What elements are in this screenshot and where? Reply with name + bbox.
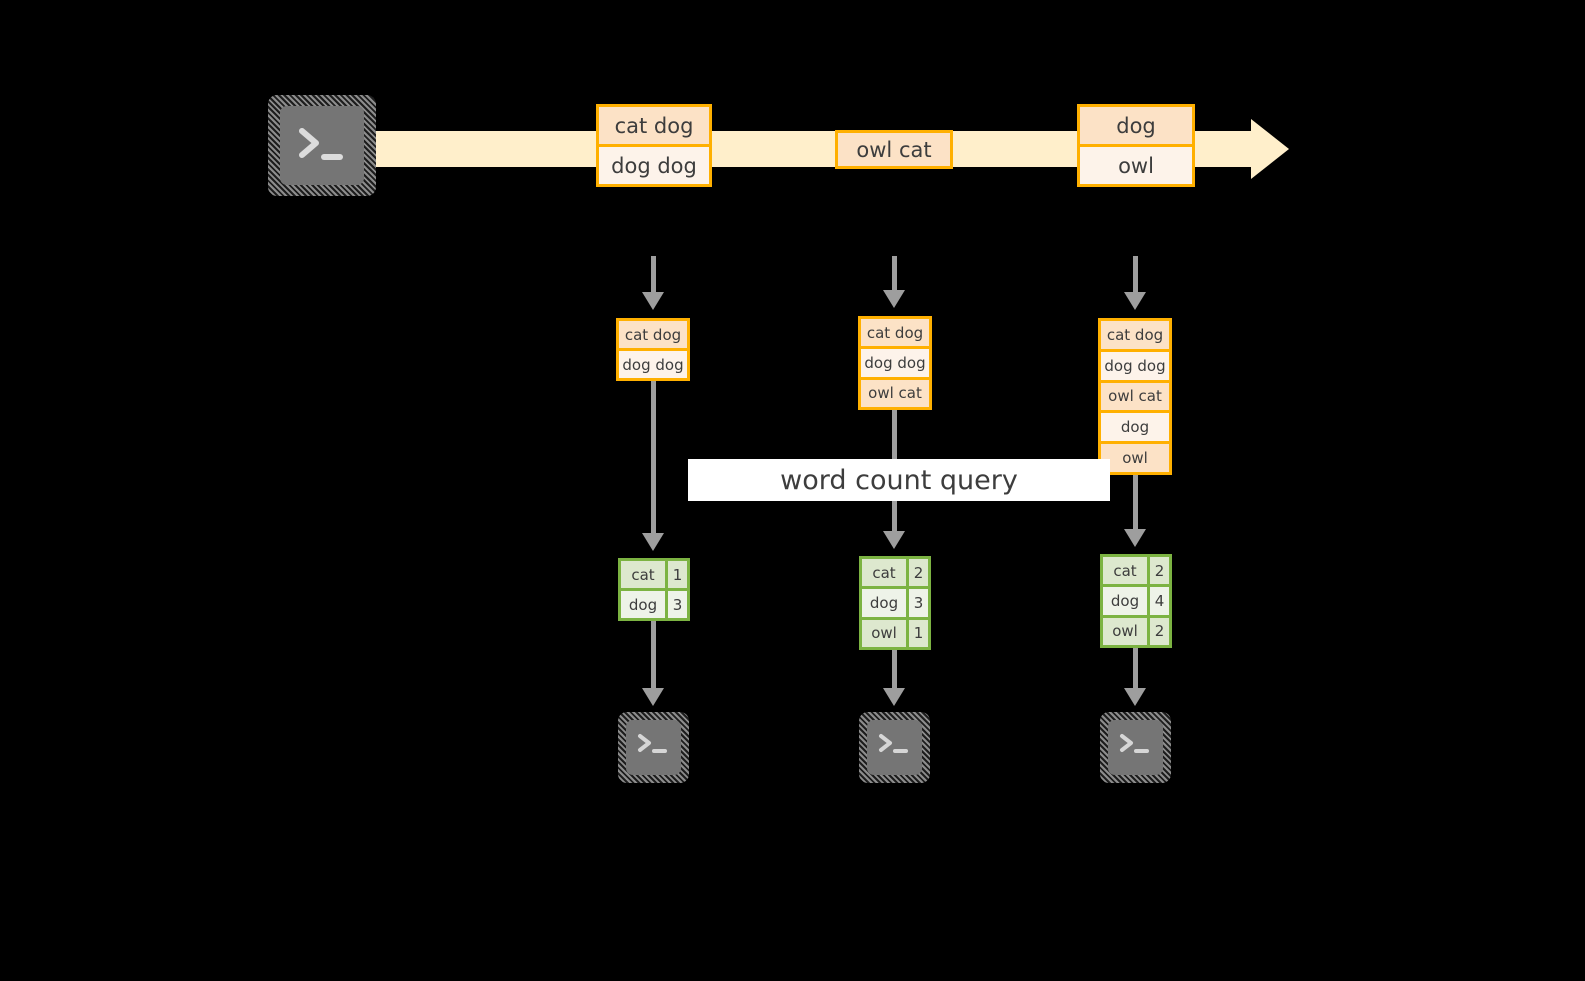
count-cell: 2	[906, 559, 928, 587]
snapshot-3-consumer-terminal-icon[interactable]	[1100, 712, 1171, 783]
snapshot-3-output-arrowhead	[1124, 688, 1146, 706]
count-cell: 1	[906, 619, 928, 647]
event-line: cat dog	[599, 107, 709, 144]
snapshot-1-result-table[interactable]: cat 1 dog 3	[618, 558, 690, 621]
word-cell: dog	[1103, 587, 1147, 615]
count-cell: 3	[665, 591, 687, 618]
log-line: cat dog	[619, 321, 687, 348]
stream-arrowhead	[1251, 119, 1289, 179]
snapshot-1-input-dashed-line	[651, 256, 656, 296]
log-line: dog	[1101, 410, 1169, 442]
event-line: dog	[1080, 107, 1192, 144]
event-line: owl cat	[838, 133, 950, 166]
table-row: cat 2	[1103, 557, 1169, 585]
snapshot-3-input-dashed-line	[1133, 256, 1138, 296]
log-line: dog dog	[861, 346, 929, 377]
snapshot-2-input-dashed-line	[892, 256, 897, 294]
stream-event-3[interactable]: dog owl	[1077, 104, 1195, 187]
log-line: cat dog	[1101, 321, 1169, 349]
terminal-prompt-icon	[299, 128, 343, 160]
snapshot-2-output-arrowhead	[883, 688, 905, 706]
count-cell: 1	[665, 561, 687, 588]
terminal-prompt-icon	[879, 734, 908, 753]
snapshot-3-result-table[interactable]: cat 2 dog 4 owl 2	[1100, 554, 1172, 648]
word-cell: dog	[862, 589, 906, 617]
word-cell: cat	[862, 559, 906, 587]
table-row: dog 3	[621, 588, 687, 618]
event-line: owl	[1080, 144, 1192, 184]
snapshot-1-query-arrowhead	[642, 533, 664, 551]
log-line: cat dog	[861, 319, 929, 347]
stream-event-1[interactable]: cat dog dog dog	[596, 104, 712, 187]
count-cell: 4	[1147, 587, 1169, 615]
table-row: dog 4	[1103, 584, 1169, 615]
snapshot-3-log[interactable]: cat dog dog dog owl cat dog owl	[1098, 318, 1172, 475]
terminal-prompt-icon	[1120, 734, 1149, 753]
event-line: dog dog	[599, 144, 709, 184]
word-cell: cat	[1103, 557, 1147, 585]
table-row: dog 3	[862, 586, 928, 617]
count-cell: 2	[1147, 617, 1169, 645]
stream-event-2[interactable]: owl cat	[835, 130, 953, 169]
snapshot-2-query-arrowhead	[883, 531, 905, 549]
table-row: owl 1	[862, 616, 928, 647]
word-cell: owl	[1103, 617, 1147, 645]
snapshot-2-result-table[interactable]: cat 2 dog 3 owl 1	[859, 556, 931, 650]
table-row: owl 2	[1103, 614, 1169, 645]
terminal-prompt-icon	[638, 734, 667, 753]
terminal-face	[280, 106, 364, 185]
word-cell: owl	[862, 619, 906, 647]
snapshot-2-input-arrowhead	[883, 290, 905, 308]
query-label: word count query	[688, 459, 1110, 501]
terminal-face	[867, 720, 922, 775]
snapshot-1-consumer-terminal-icon[interactable]	[618, 712, 689, 783]
log-line: dog dog	[1101, 348, 1169, 380]
snapshot-2-consumer-terminal-icon[interactable]	[859, 712, 930, 783]
snapshot-3-output-line	[1133, 648, 1138, 691]
snapshot-3-input-arrowhead	[1124, 292, 1146, 310]
terminal-face	[626, 720, 681, 775]
snapshot-2-output-line	[892, 650, 897, 691]
snapshot-3-query-line	[1133, 475, 1138, 533]
word-cell: cat	[621, 561, 665, 588]
count-cell: 2	[1147, 557, 1169, 585]
snapshot-1-log[interactable]: cat dog dog dog	[616, 318, 690, 381]
terminal-face	[1108, 720, 1163, 775]
log-line: owl cat	[861, 376, 929, 407]
log-line: dog dog	[619, 348, 687, 378]
snapshot-1-input-arrowhead	[642, 292, 664, 310]
snapshot-1-output-arrowhead	[642, 688, 664, 706]
snapshot-3-query-arrowhead	[1124, 529, 1146, 547]
log-line: owl cat	[1101, 379, 1169, 411]
snapshot-1-output-line	[651, 621, 656, 691]
snapshot-2-log[interactable]: cat dog dog dog owl cat	[858, 316, 932, 410]
log-line: owl	[1101, 441, 1169, 472]
producer-terminal-icon[interactable]	[268, 95, 376, 196]
word-cell: dog	[621, 591, 665, 618]
count-cell: 3	[906, 589, 928, 617]
table-row: cat 2	[862, 559, 928, 587]
table-row: cat 1	[621, 561, 687, 588]
snapshot-1-query-line	[651, 381, 656, 538]
